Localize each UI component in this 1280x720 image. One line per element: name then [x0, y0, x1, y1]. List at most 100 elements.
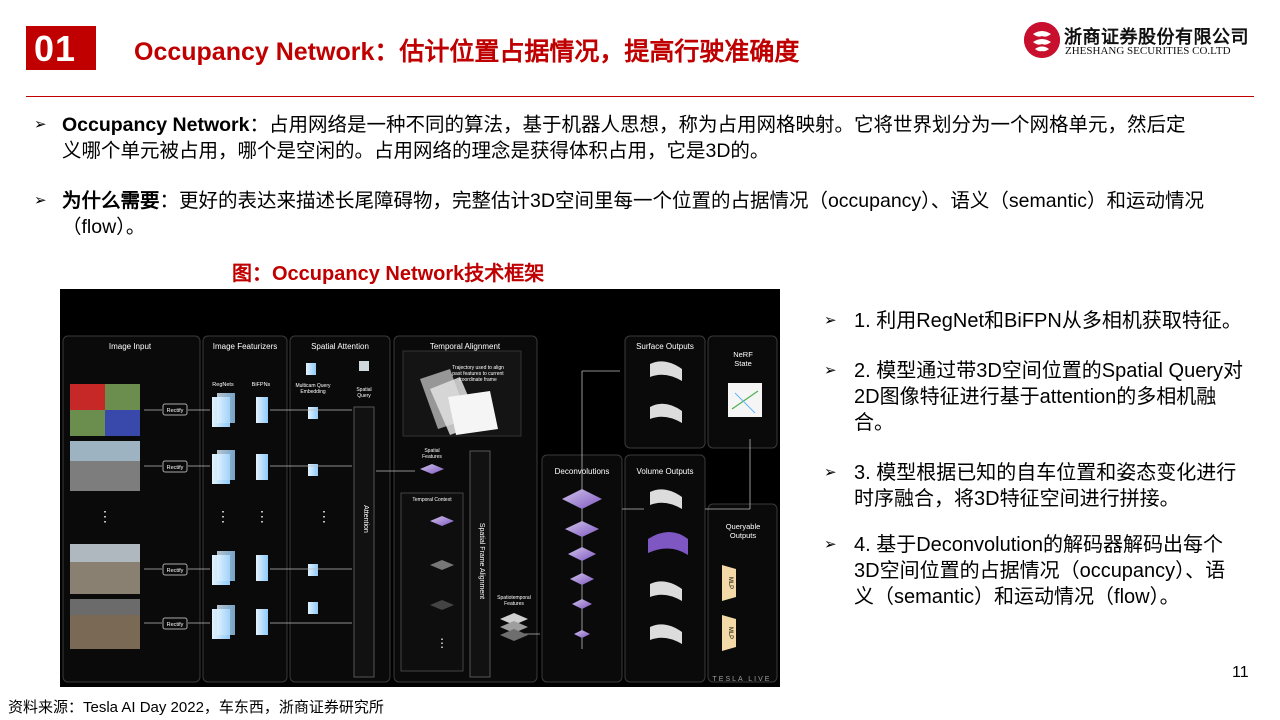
attention-block — [353, 406, 375, 678]
right-point-text: 2. 模型通过带3D空间位置的Spatial Query对2D图像特征进行基于a… — [854, 360, 1243, 434]
panel-volume-outputs — [624, 454, 706, 683]
bifpn-block-2 — [256, 454, 268, 480]
volume-outputs-group — [648, 489, 688, 644]
rectify-group: Rectify Rectify Rectify Rectify — [162, 403, 188, 630]
diagram-svg: Image Input Image Featurizers Spatial At… — [62, 335, 778, 683]
label-temporal-alignment: Temporal Alignment — [430, 342, 501, 351]
company-logo: 浙商证券股份有限公司 ZHESHANG SECURITIES CO.LTD — [1024, 22, 1256, 60]
spatial-feature-tile — [420, 464, 444, 474]
bullet-occupancy-network: ➢ Occupancy Network：占用网络是一种不同的算法，基于机器人思想… — [34, 112, 1204, 164]
bullet-arrow-icon: ➢ — [824, 362, 837, 379]
bifpn-block-4 — [256, 609, 268, 635]
label-attention: Attention — [362, 505, 369, 533]
label-mlp-1: MLP — [727, 577, 733, 589]
mlp-block-2 — [722, 615, 736, 651]
deconv-layer-6 — [574, 630, 590, 638]
rectify-box-4 — [162, 617, 188, 630]
rectify-label: Rectify — [167, 622, 184, 628]
panel-surface-outputs — [624, 335, 706, 449]
attention-key-4 — [308, 602, 318, 614]
right-point-1: ➢ 1. 利用RegNet和BiFPN从多相机获取特征。 — [824, 308, 1244, 334]
right-point-text: 1. 利用RegNet和BiFPN从多相机获取特征。 — [854, 310, 1242, 332]
ellipsis-bifpns: ⋮ — [255, 508, 269, 524]
stf-tile-1 — [500, 613, 528, 625]
attention-key-2 — [308, 464, 318, 476]
volume-occupancy-shape — [650, 489, 682, 509]
bullet-body: ：占用网络是一种不同的算法，基于机器人思想，称为占用网格映射。它将世界划分为一个… — [62, 114, 1186, 162]
surface-outputs-group — [650, 361, 682, 423]
sq-line2: Query — [357, 393, 371, 399]
queryable-group: MLP MLP — [722, 565, 736, 651]
figure-caption: 图：Occupancy Network技术框架 — [232, 263, 545, 285]
sf-line2: Features — [422, 454, 442, 460]
bullet-bold-label: Occupancy Network — [62, 114, 250, 136]
multicam-line1: Multicam Query — [295, 383, 331, 389]
traj-line3: coordinate frame — [459, 377, 497, 383]
attention-key-3 — [308, 564, 318, 576]
bullet-arrow-icon: ➢ — [34, 192, 47, 209]
deconv-layer-3 — [568, 547, 596, 561]
page-number: 11 — [1232, 664, 1249, 681]
label-spatial-attention: Spatial Attention — [311, 342, 369, 351]
volume-flow-shape — [648, 532, 688, 555]
page-title: Occupancy Network：估计位置占据情况，提高行驶准确度 — [134, 38, 800, 66]
query-embedding-block — [306, 363, 316, 375]
temporal-tile-1 — [430, 516, 454, 526]
label-volume-outputs: Volume Outputs — [637, 467, 694, 476]
temporal-context-box — [400, 492, 464, 672]
rectify-label: Rectify — [167, 408, 184, 414]
bifpn-block-1 — [256, 397, 268, 423]
bifpn-block-3 — [256, 555, 268, 581]
spatial-frame-alignment-block — [469, 450, 491, 678]
title-divider — [26, 96, 1254, 97]
traj-line1: Trajectory used to align — [452, 365, 504, 371]
camera-images: ⋮ — [70, 384, 140, 649]
rectify-box-3 — [162, 563, 188, 576]
right-point-text: 4. 基于Deconvolution的解码器解码出每个3D空间位置的占据情况（o… — [854, 534, 1226, 608]
right-point-3: ➢ 3. 模型根据已知的自车位置和姿态变化进行时序融合，将3D特征空间进行拼接。 — [824, 460, 1244, 512]
ellipsis-images: ⋮ — [98, 508, 112, 524]
deconv-layer-5 — [572, 599, 592, 609]
section-number: 01 — [34, 28, 77, 69]
rectify-label: Rectify — [167, 465, 184, 471]
label-spatial-frame-alignment: Spatial Frame Alignment — [478, 523, 485, 599]
label-temporal-context: Temporal Context — [412, 497, 452, 503]
trajectory-frame-3 — [448, 391, 498, 435]
stf-line2: Features — [504, 601, 524, 607]
sq-line1: Spatial — [356, 387, 371, 393]
traj-line2: past features to current — [452, 371, 504, 377]
tesla-live-watermark: TESLA LIVE — [713, 676, 772, 683]
bullet-arrow-icon: ➢ — [824, 312, 837, 329]
ellipsis-attention: ⋮ — [317, 508, 331, 524]
sf-line1: Spatial — [424, 448, 439, 454]
nerf-group — [728, 383, 762, 417]
spatial-query-block — [359, 361, 369, 371]
volume-shape-3 — [650, 581, 682, 601]
logo-mark-icon — [1024, 22, 1060, 58]
camera-image-1-red — [70, 384, 105, 410]
label-nerf-line2: State — [734, 359, 752, 368]
section-number-badge: 01 — [26, 26, 96, 70]
camera-image-1-blue — [105, 410, 140, 436]
label-bifpns: BiFPNs — [252, 382, 271, 388]
deconv-layer-2 — [565, 521, 599, 537]
label-regnets: RegNets — [212, 382, 234, 388]
surface-geometry-shape — [650, 361, 682, 381]
bullet-bold-label: 为什么需要 — [62, 190, 160, 212]
featurizer-stacks: RegNets BiFPNs ⋮ ⋮ — [212, 382, 271, 639]
stf-line1: Spatiotemporal — [497, 595, 531, 601]
right-point-text: 3. 模型根据已知的自车位置和姿态变化进行时序融合，将3D特征空间进行拼接。 — [854, 462, 1237, 510]
label-surface-outputs: Surface Outputs — [636, 342, 694, 351]
right-point-4: ➢ 4. 基于Deconvolution的解码器解码出每个3D空间位置的占据情况… — [824, 532, 1244, 610]
deconv-layer-1 — [562, 489, 602, 509]
multicam-line2: Embedding — [300, 389, 326, 395]
bullet-arrow-icon: ➢ — [824, 464, 837, 481]
volume-semantics-shape — [650, 624, 682, 644]
